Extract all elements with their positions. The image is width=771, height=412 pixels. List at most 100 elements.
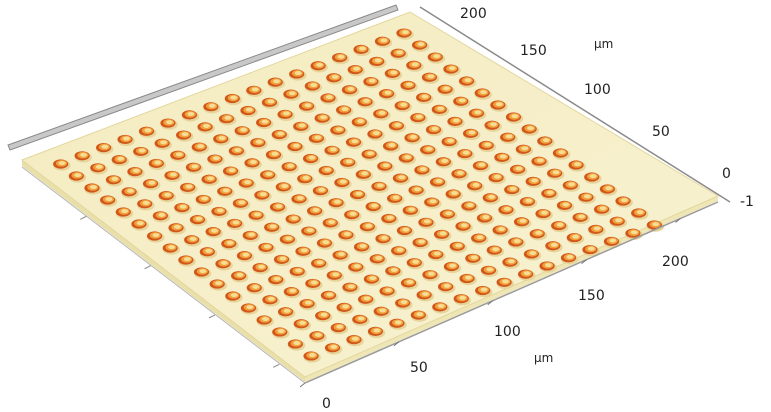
bump: [320, 290, 339, 303]
bump: [352, 314, 370, 327]
bump-center: [421, 94, 429, 99]
x-axis-line: [304, 201, 719, 384]
bump-center: [251, 87, 259, 92]
bump-center: [222, 188, 230, 193]
bump-center: [488, 194, 496, 199]
y-axis-unit: µm: [594, 37, 613, 51]
bump-center: [289, 288, 297, 293]
bump-center: [535, 230, 543, 235]
bump: [502, 257, 520, 269]
bump-center: [294, 71, 302, 76]
bump: [326, 270, 345, 282]
bump: [289, 69, 307, 81]
bump-center: [245, 107, 253, 112]
bump: [90, 163, 108, 175]
bump: [287, 339, 306, 351]
bump-center: [418, 239, 425, 244]
bump: [513, 217, 532, 229]
bump: [556, 200, 575, 213]
bump: [336, 302, 354, 315]
bump-center: [288, 91, 296, 96]
bump: [189, 215, 208, 227]
bump: [377, 161, 395, 173]
y-axis-labels: 0 50 100 150 200 µm: [460, 6, 731, 182]
bump-center: [320, 115, 327, 120]
bump: [578, 192, 596, 204]
bump: [551, 220, 569, 233]
bump-center: [335, 127, 343, 132]
bump: [193, 267, 212, 279]
bump-center: [262, 317, 269, 322]
bump: [478, 140, 497, 153]
bump: [433, 229, 452, 242]
bump-center: [367, 151, 374, 156]
bump: [539, 261, 557, 273]
bump: [457, 148, 475, 161]
bump: [283, 286, 302, 299]
bump-center: [404, 155, 412, 160]
bump: [367, 326, 386, 339]
bump-center: [337, 54, 345, 59]
bump: [492, 225, 510, 237]
bump-center: [415, 114, 423, 119]
bump: [232, 198, 251, 210]
bump: [437, 84, 455, 96]
bump: [480, 265, 499, 278]
bump: [562, 180, 581, 192]
bump: [252, 262, 270, 275]
bump-center: [465, 275, 472, 280]
bump-center: [230, 293, 238, 298]
bump-center: [363, 98, 370, 103]
bump-center: [503, 206, 511, 211]
bump-center: [255, 139, 263, 144]
bump-center: [215, 281, 222, 286]
bump: [588, 224, 606, 237]
bump: [234, 126, 252, 138]
bump: [428, 249, 446, 262]
bump-center: [314, 332, 322, 337]
y-tick-label-100: 100: [584, 82, 611, 98]
bump: [382, 141, 401, 153]
bump-center: [437, 106, 445, 111]
bump: [402, 205, 421, 218]
bump-center: [406, 279, 414, 284]
bump-center: [183, 257, 191, 262]
bump: [396, 28, 414, 40]
bump: [474, 88, 492, 100]
bump: [315, 310, 333, 323]
bump: [359, 222, 378, 234]
left-axis-tick: [144, 265, 151, 270]
bump: [517, 269, 536, 281]
bump: [328, 198, 346, 210]
bump: [406, 60, 424, 72]
bump: [324, 145, 342, 158]
bump: [547, 168, 565, 180]
bump-center: [390, 70, 398, 75]
bump-center: [396, 247, 404, 252]
bump: [302, 153, 321, 166]
x-axis-tick: [675, 218, 681, 223]
bump: [449, 241, 467, 254]
bump-center: [269, 224, 277, 229]
bump: [164, 170, 182, 183]
bump-center: [484, 142, 492, 147]
bump-center: [546, 190, 554, 195]
x-tick-label-200: 200: [662, 254, 689, 270]
bump: [496, 277, 514, 290]
bump: [287, 141, 305, 154]
bump: [342, 282, 360, 294]
bump-center: [412, 259, 420, 264]
bump-center: [277, 131, 285, 136]
bump-center: [74, 173, 82, 178]
bump-center: [502, 279, 509, 284]
bump: [231, 271, 249, 283]
bump: [105, 175, 124, 187]
bump: [318, 165, 337, 178]
bump-center: [330, 344, 338, 349]
bump-center: [349, 211, 357, 216]
bump: [392, 173, 411, 185]
bump-center: [511, 114, 519, 119]
bump-center: [515, 166, 523, 171]
bump-center: [283, 308, 291, 313]
